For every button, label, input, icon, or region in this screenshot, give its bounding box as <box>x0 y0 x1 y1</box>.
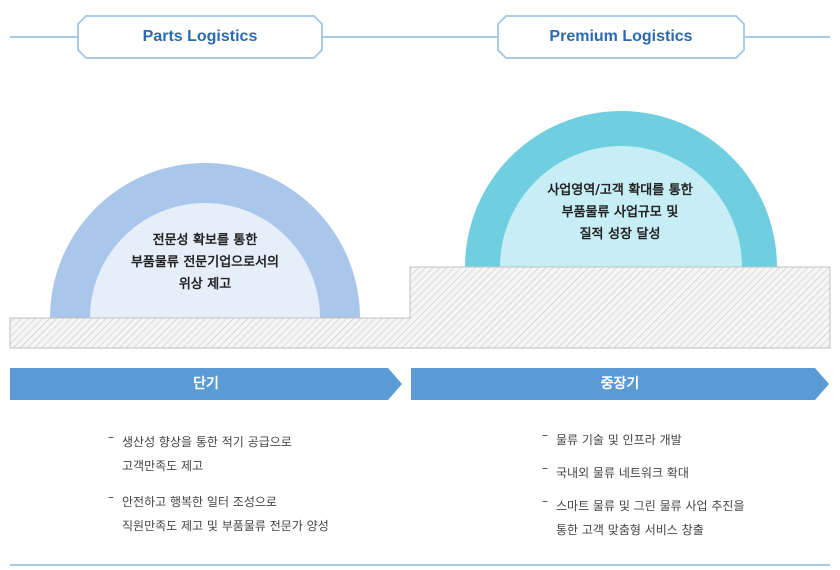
mid-term-list: – 물류 기술 및 인프라 개발 – 국내외 물류 네트워크 확대 – 스마트 … <box>542 428 832 551</box>
dash-icon: – <box>542 461 548 475</box>
list-item: – 안전하고 행복한 일터 조성으로 직원만족도 제고 및 부품물류 전문가 양… <box>108 490 408 538</box>
phase-label-short: 단기 <box>193 376 219 392</box>
list-item-line: 고객만족도 제고 <box>122 459 204 473</box>
list-item: – 생산성 향상을 통한 적기 공급으로 고객만족도 제고 <box>108 430 408 478</box>
list-item-line: 물류 기술 및 인프라 개발 <box>556 433 682 447</box>
dome-right-line: 사업영역/고객 확대를 통한 <box>547 183 693 198</box>
dome-right-line: 질적 성장 달성 <box>579 227 661 242</box>
list-item-line: 스마트 물류 및 그린 물류 사업 추진을 <box>556 499 745 513</box>
list-item-line: 국내외 물류 네트워크 확대 <box>556 466 689 480</box>
dash-icon: – <box>108 490 114 504</box>
phase-bar-short <box>10 368 402 400</box>
list-item-line: 통한 고객 맞춤형 서비스 창출 <box>556 523 704 537</box>
phase-bar-mid <box>411 368 829 400</box>
dash-icon: – <box>108 430 114 444</box>
dome-right-text: 사업영역/고객 확대를 통한 부품물류 사업규모 및 질적 성장 달성 <box>510 180 730 246</box>
list-item-line: 생산성 향상을 통한 적기 공급으로 <box>122 435 292 449</box>
short-term-list: – 생산성 향상을 통한 적기 공급으로 고객만족도 제고 – 안전하고 행복한… <box>108 430 408 550</box>
list-item-line: 직원만족도 제고 및 부품물류 전문가 양성 <box>122 519 329 533</box>
dome-left-line: 전문성 확보를 통한 <box>152 233 258 248</box>
dome-left-line: 위상 제고 <box>178 277 232 292</box>
list-item: – 국내외 물류 네트워크 확대 <box>542 461 832 485</box>
dome-right-line: 부품물류 사업규모 및 <box>561 205 679 220</box>
header-premium-logistics: Premium Logistics <box>549 28 693 45</box>
dash-icon: – <box>542 494 548 508</box>
ground <box>9 266 831 349</box>
dome-left-line: 부품물류 전문기업으로서의 <box>130 255 280 270</box>
dome-left-text: 전문성 확보를 통한 부품물류 전문기업으로서의 위상 제고 <box>95 230 315 296</box>
list-item: – 스마트 물류 및 그린 물류 사업 추진을 통한 고객 맞춤형 서비스 창출 <box>542 494 832 542</box>
header-box-right <box>497 15 745 59</box>
dome-left-inner <box>90 203 320 318</box>
dome-right-inner <box>500 146 742 267</box>
phase-label-mid: 중장기 <box>600 376 640 392</box>
list-item-line: 안전하고 행복한 일터 조성으로 <box>122 495 277 509</box>
header-box-left <box>77 15 323 59</box>
dash-icon: – <box>542 428 548 442</box>
list-item: – 물류 기술 및 인프라 개발 <box>542 428 832 452</box>
header-parts-logistics: Parts Logistics <box>142 28 258 45</box>
